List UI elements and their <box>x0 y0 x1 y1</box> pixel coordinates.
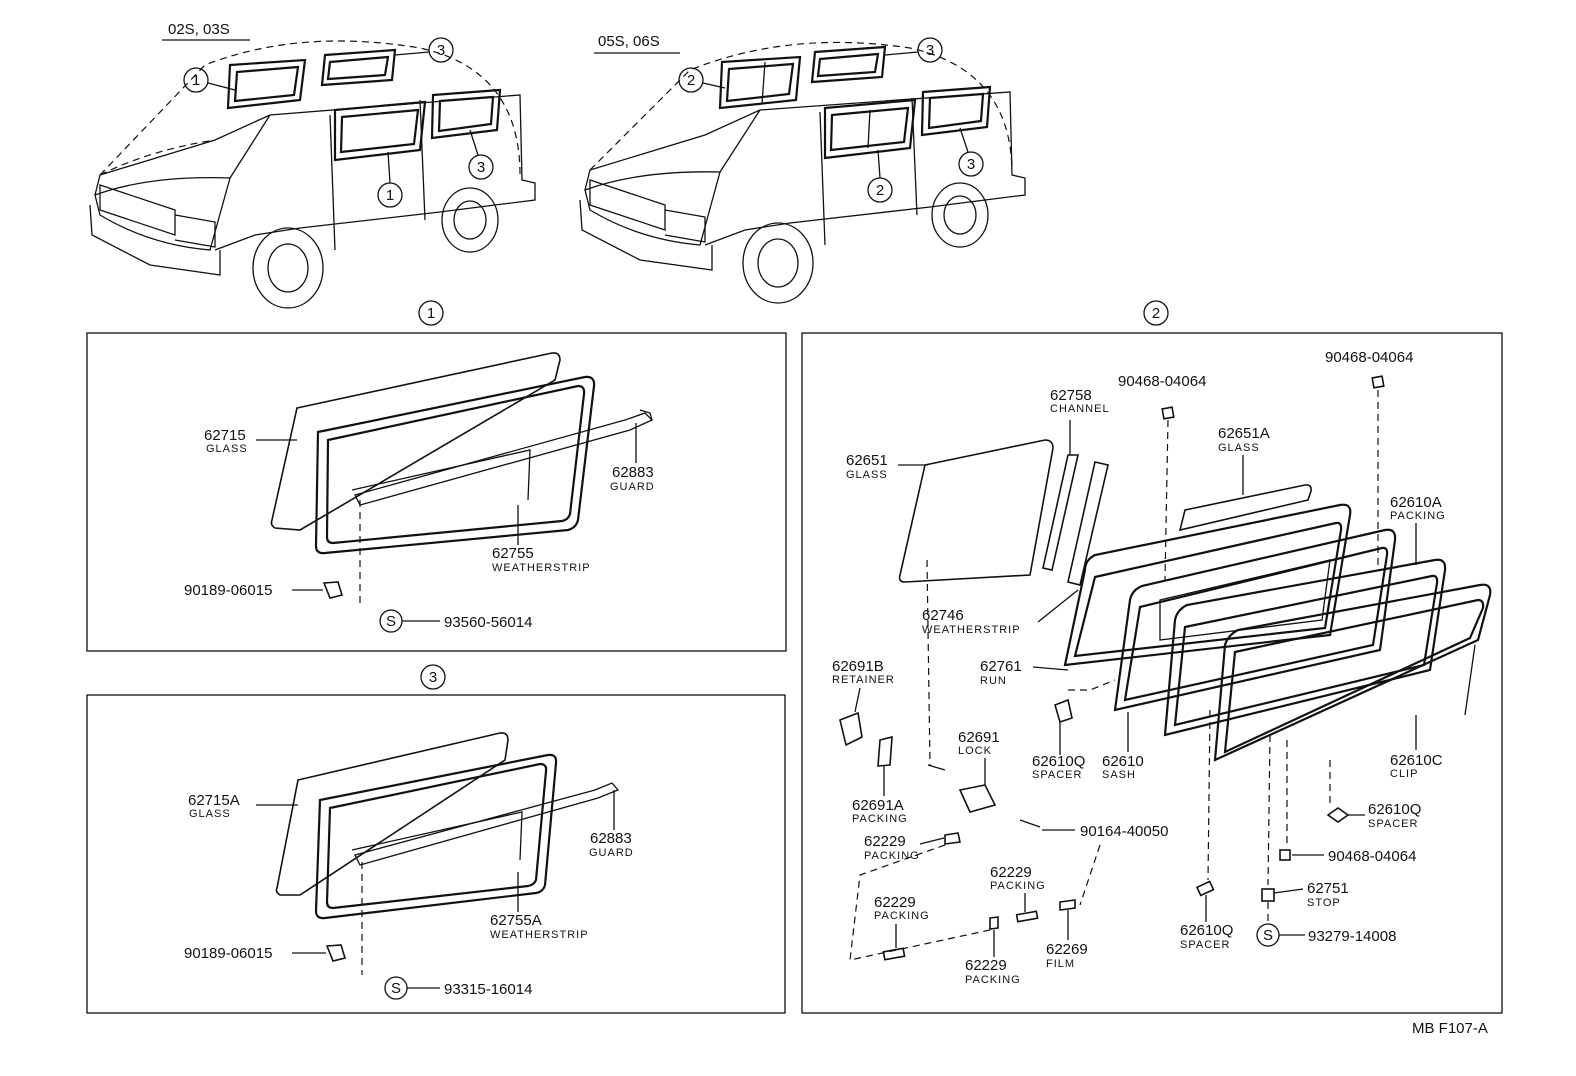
right-model-codes: 05S, 06S <box>598 33 660 50</box>
p2-62761-no: 62761 <box>980 658 1022 675</box>
p2-62746-name: WEATHERSTRIP <box>922 624 1021 636</box>
panel-3: 62715A GLASS 62883 GUARD 62755A WEATHERS… <box>86 694 786 1014</box>
callout-1-roof: 1 <box>192 72 200 89</box>
p2-62761-name: RUN <box>980 675 1007 687</box>
p2-62610q1-name: SPACER <box>1032 769 1082 781</box>
callout-2-side: 2 <box>876 182 884 199</box>
p2-62229d-no: 62229 <box>965 957 1007 974</box>
p2-62229a-name: PACKING <box>864 850 920 862</box>
p2-62651-no: 62651 <box>846 452 888 469</box>
p3-ws-no: 62755A <box>490 912 542 929</box>
left-model-codes: 02S, 03S <box>168 21 230 38</box>
panel-2: 62758 CHANNEL 90468-04064 90468-04064 62… <box>801 332 1503 1014</box>
p1-guard-no: 62883 <box>612 464 654 481</box>
p2-62758-no: 62758 <box>1050 387 1092 404</box>
p2-62691a-name: PACKING <box>852 813 908 825</box>
p1-s-mark: S <box>386 613 396 630</box>
p3-guard-name: GUARD <box>589 847 634 859</box>
callout-1-side: 1 <box>386 187 394 204</box>
p1-guard-name: GUARD <box>610 481 655 493</box>
p2-62610-name: SASH <box>1102 769 1136 781</box>
van-illustration-right: 05S, 06S 2 3 2 3 <box>579 33 1026 304</box>
p2-62229d-name: PACKING <box>965 974 1021 986</box>
section-1-marker: 1 <box>427 305 435 322</box>
p2-90164: 90164-40050 <box>1080 823 1168 840</box>
p1-s-no: 93560-56014 <box>444 614 532 631</box>
p3-glass-no: 62715A <box>188 792 240 809</box>
p2-62751-name: STOP <box>1307 897 1341 909</box>
callout-3-side: 3 <box>477 159 485 176</box>
p2-62691-no: 62691 <box>958 729 1000 746</box>
p3-s-mark: S <box>391 980 401 997</box>
p1-ws-name: WEATHERSTRIP <box>492 562 591 574</box>
p2-62610q1-no: 62610Q <box>1032 753 1085 770</box>
p2-62269-no: 62269 <box>1046 941 1088 958</box>
p2-62651a-name: GLASS <box>1218 442 1260 454</box>
figure-reference: MB F107-A <box>1412 1020 1488 1037</box>
p2-s-mark: S <box>1263 927 1273 944</box>
p2-62229c-no: 62229 <box>874 894 916 911</box>
p2-62610q3-no: 62610Q <box>1180 922 1233 939</box>
p2-62229b-no: 62229 <box>990 864 1032 881</box>
p2-62691b-no: 62691B <box>832 658 884 675</box>
p1-glass-name: GLASS <box>206 443 248 455</box>
p2-62691a-no: 62691A <box>852 797 904 814</box>
callout-3-roof-right: 3 <box>926 42 934 59</box>
p2-62751-no: 62751 <box>1307 880 1349 897</box>
p3-guard-no: 62883 <box>590 830 632 847</box>
p1-glass-no: 62715 <box>204 427 246 444</box>
p3-glass-name: GLASS <box>189 808 231 820</box>
p2-62229c-name: PACKING <box>874 910 930 922</box>
p2-90468b: 90468-04064 <box>1325 349 1413 366</box>
p1-clip-no: 90189-06015 <box>184 582 272 599</box>
p2-62651a-no: 62651A <box>1218 425 1270 442</box>
panel-1: 62715 GLASS 62883 GUARD 62755 WEATHERSTR… <box>86 332 787 652</box>
callout-3-roof: 3 <box>437 42 445 59</box>
p2-62651-name: GLASS <box>846 469 888 481</box>
section-2-marker: 2 <box>1152 305 1160 322</box>
p3-clip-no: 90189-06015 <box>184 945 272 962</box>
p2-62610a-name: PACKING <box>1390 510 1446 522</box>
p3-ws-name: WEATHERSTRIP <box>490 929 589 941</box>
p2-62758-name: CHANNEL <box>1050 403 1110 415</box>
callout-2-roof: 2 <box>687 72 695 89</box>
p2-62229b-name: PACKING <box>990 880 1046 892</box>
p2-62610q2-name: SPACER <box>1368 818 1418 830</box>
p2-62610a-no: 62610A <box>1390 494 1442 511</box>
p2-90468c: 90468-04064 <box>1328 848 1416 865</box>
callout-3-side-right: 3 <box>967 156 975 173</box>
p2-62610q3-name: SPACER <box>1180 939 1230 951</box>
p2-62746-no: 62746 <box>922 607 964 624</box>
p3-s-no: 93315-16014 <box>444 981 532 998</box>
van-illustration-left: 02S, 03S 1 3 1 <box>89 21 536 309</box>
p2-62269-name: FILM <box>1046 958 1075 970</box>
p2-62610c-name: CLIP <box>1390 768 1418 780</box>
p2-62610-no: 62610 <box>1102 753 1144 770</box>
p2-62229a-no: 62229 <box>864 833 906 850</box>
p2-62691-name: LOCK <box>958 745 992 757</box>
p2-62691b-name: RETAINER <box>832 674 895 686</box>
p2-62610c-no: 62610C <box>1390 752 1443 769</box>
p2-93279: 93279-14008 <box>1308 928 1396 945</box>
p2-90468a: 90468-04064 <box>1118 373 1206 390</box>
p1-ws-no: 62755 <box>492 545 534 562</box>
section-3-marker: 3 <box>429 669 437 686</box>
p2-62610q2-no: 62610Q <box>1368 801 1421 818</box>
